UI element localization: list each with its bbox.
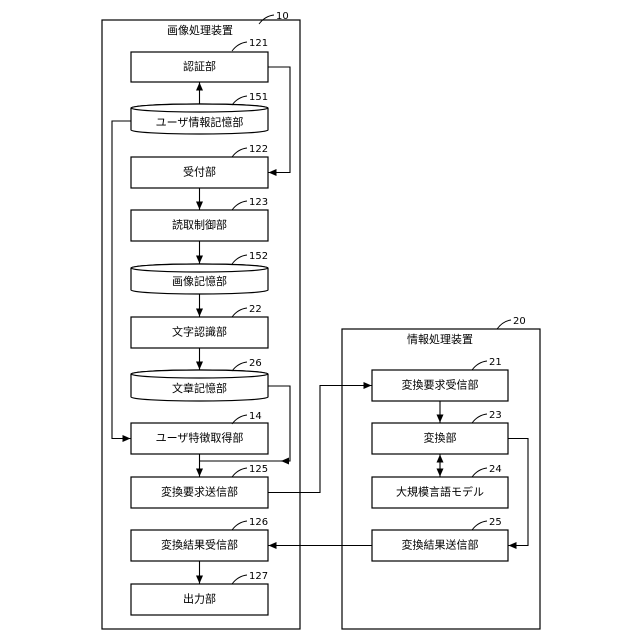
large-language-model-ref: 24: [489, 464, 502, 475]
image-storage-ref: 152: [249, 251, 268, 262]
reception-unit-label: 受付部: [183, 165, 216, 179]
character-recognition-unit-ref: 22: [249, 304, 262, 315]
authentication-unit-label: 認証部: [183, 59, 216, 73]
text-storage-ref: 26: [249, 358, 262, 369]
image-processing-device-title: 画像処理装置: [167, 24, 233, 37]
ref-leader: [472, 468, 487, 477]
ref-leader: [232, 575, 247, 584]
conversion-request-receiving-unit-ref: 21: [489, 357, 502, 368]
user-info-storage-ref: 151: [249, 92, 268, 103]
conversion-request-sending-unit-label: 変換要求送信部: [161, 485, 238, 499]
ref-leader: [232, 96, 247, 105]
ref-leader: [472, 521, 487, 530]
ref-leader: [232, 362, 247, 371]
text-storage-label: 文章記憶部: [172, 381, 227, 395]
image-processing-device-ref: 10: [276, 11, 289, 22]
ref-leader: [232, 468, 247, 477]
ref-leader: [232, 42, 247, 51]
ref-leader: [232, 521, 247, 530]
information-processing-device-ref: 20: [513, 316, 526, 327]
user-feature-acquisition-unit-ref: 14: [249, 411, 262, 422]
conversion-request-sending-unit-ref: 125: [249, 464, 268, 475]
conversion-request-receiving-unit-label: 変換要求受信部: [402, 378, 479, 392]
read-control-unit-ref: 123: [249, 197, 268, 208]
conversion-unit-label: 変換部: [424, 431, 457, 445]
ref-leader: [472, 361, 487, 370]
conversion-result-sending-unit-label: 変換結果送信部: [402, 538, 479, 552]
conversion-result-sending-unit-ref: 25: [489, 517, 502, 528]
authentication-unit-ref: 121: [249, 38, 268, 49]
arrow-user-info-storage-to-user-feature: [112, 121, 131, 439]
ref-leader: [232, 308, 247, 317]
conversion-result-receiving-unit-ref: 126: [249, 517, 268, 528]
ref-leader: [232, 148, 247, 157]
information-processing-device-title: 情報処理装置: [407, 333, 473, 346]
large-language-model-label: 大規模言語モデル: [396, 485, 484, 499]
read-control-unit-label: 読取制御部: [172, 218, 227, 232]
arrow-conversion-to-result-sending: [508, 439, 528, 546]
output-unit-label: 出力部: [183, 592, 216, 606]
ref-leader: [497, 320, 511, 329]
ref-leader: [232, 255, 247, 264]
arrow-request-sending-to-request-receiving: [268, 386, 372, 493]
output-unit-ref: 127: [249, 571, 268, 582]
character-recognition-unit-label: 文字認識部: [172, 325, 227, 339]
ref-leader: [232, 201, 247, 210]
user-feature-acquisition-unit-label: ユーザ特徴取得部: [156, 431, 244, 445]
reception-unit-ref: 122: [249, 144, 268, 155]
arrow-authentication-to-reception: [268, 67, 290, 173]
user-info-storage-label: ユーザ情報記憶部: [156, 115, 244, 129]
ref-leader: [472, 414, 487, 423]
image-storage-label: 画像記憶部: [172, 274, 227, 288]
conversion-result-receiving-unit-label: 変換結果受信部: [161, 538, 238, 552]
conversion-unit-ref: 23: [489, 410, 502, 421]
